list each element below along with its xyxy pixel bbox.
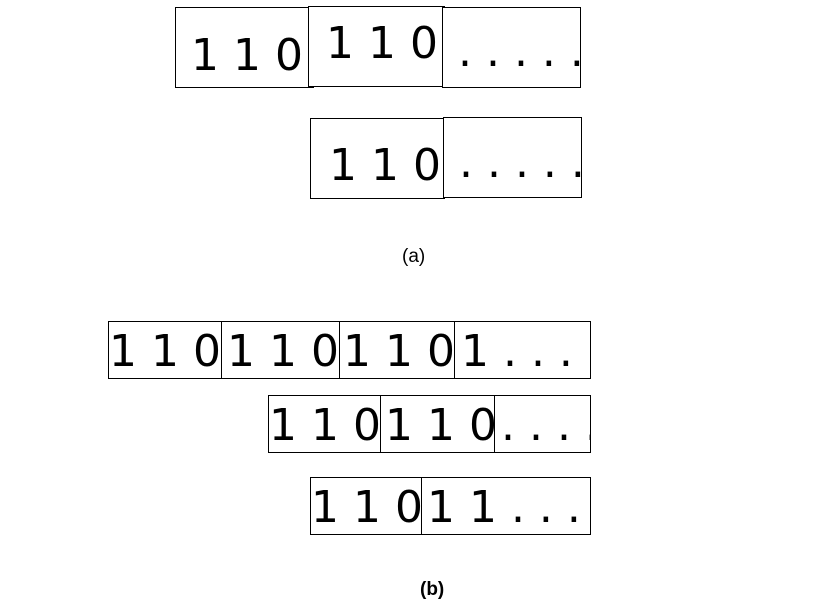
a-row1-cell-2-text: 1 1 0 [326, 18, 438, 69]
a-row1-cell-1: 1 1 0 [175, 7, 314, 88]
b-row3-cell-2: 1 1 . . . . [422, 478, 591, 534]
a-row1-cell-3: . . . . . [442, 7, 581, 88]
b-row1-cell-2: 1 1 0 [222, 322, 340, 378]
b-row1-cell-4: 1 . . . . [455, 322, 591, 378]
caption-b: (b) [420, 579, 445, 600]
b-row1-cell-2-text: 1 1 0 [227, 325, 339, 377]
b-row1-cell-3: 1 1 0 [340, 322, 455, 378]
b-row1-cell-3-text: 1 1 0 [343, 325, 455, 377]
b-row1-cell-1-text: 1 1 0 [109, 325, 221, 377]
a-row1-cell-3-text: . . . . . [458, 26, 581, 77]
b-row3: 1 1 0 1 1 . . . . [310, 477, 591, 535]
b-row1-cell-1: 1 1 0 [109, 322, 222, 378]
b-row3-cell-2-text: 1 1 . . . . [427, 481, 591, 533]
a-row1-cell-1-text: 1 1 0 [191, 30, 303, 81]
a-row2-cell-2-text: . . . . . [459, 137, 582, 188]
a-row2-cell-2: . . . . . [443, 117, 582, 198]
b-row2-cell-3: . . . . [495, 396, 591, 452]
b-row2: 1 1 0 1 1 0 . . . . [268, 395, 591, 453]
b-row1-cell-4-text: 1 . . . . [461, 325, 591, 377]
b-row3-cell-1-text: 1 1 0 [311, 481, 422, 533]
caption-a: (a) [402, 246, 426, 267]
a-row2-cell-1-text: 1 1 0 [329, 140, 441, 191]
b-row2-cell-2: 1 1 0 [381, 396, 495, 452]
b-row3-cell-1: 1 1 0 [311, 478, 422, 534]
b-row2-cell-1: 1 1 0 [269, 396, 381, 452]
a-row2-cell-1: 1 1 0 [310, 118, 445, 199]
b-row2-cell-1-text: 1 1 0 [269, 399, 381, 451]
b-row2-cell-2-text: 1 1 0 [385, 399, 495, 451]
b-row1: 1 1 0 1 1 0 1 1 0 1 . . . . [108, 321, 591, 379]
b-row2-cell-3-text: . . . . [501, 399, 591, 451]
a-row1-cell-2: 1 1 0 [308, 6, 445, 87]
